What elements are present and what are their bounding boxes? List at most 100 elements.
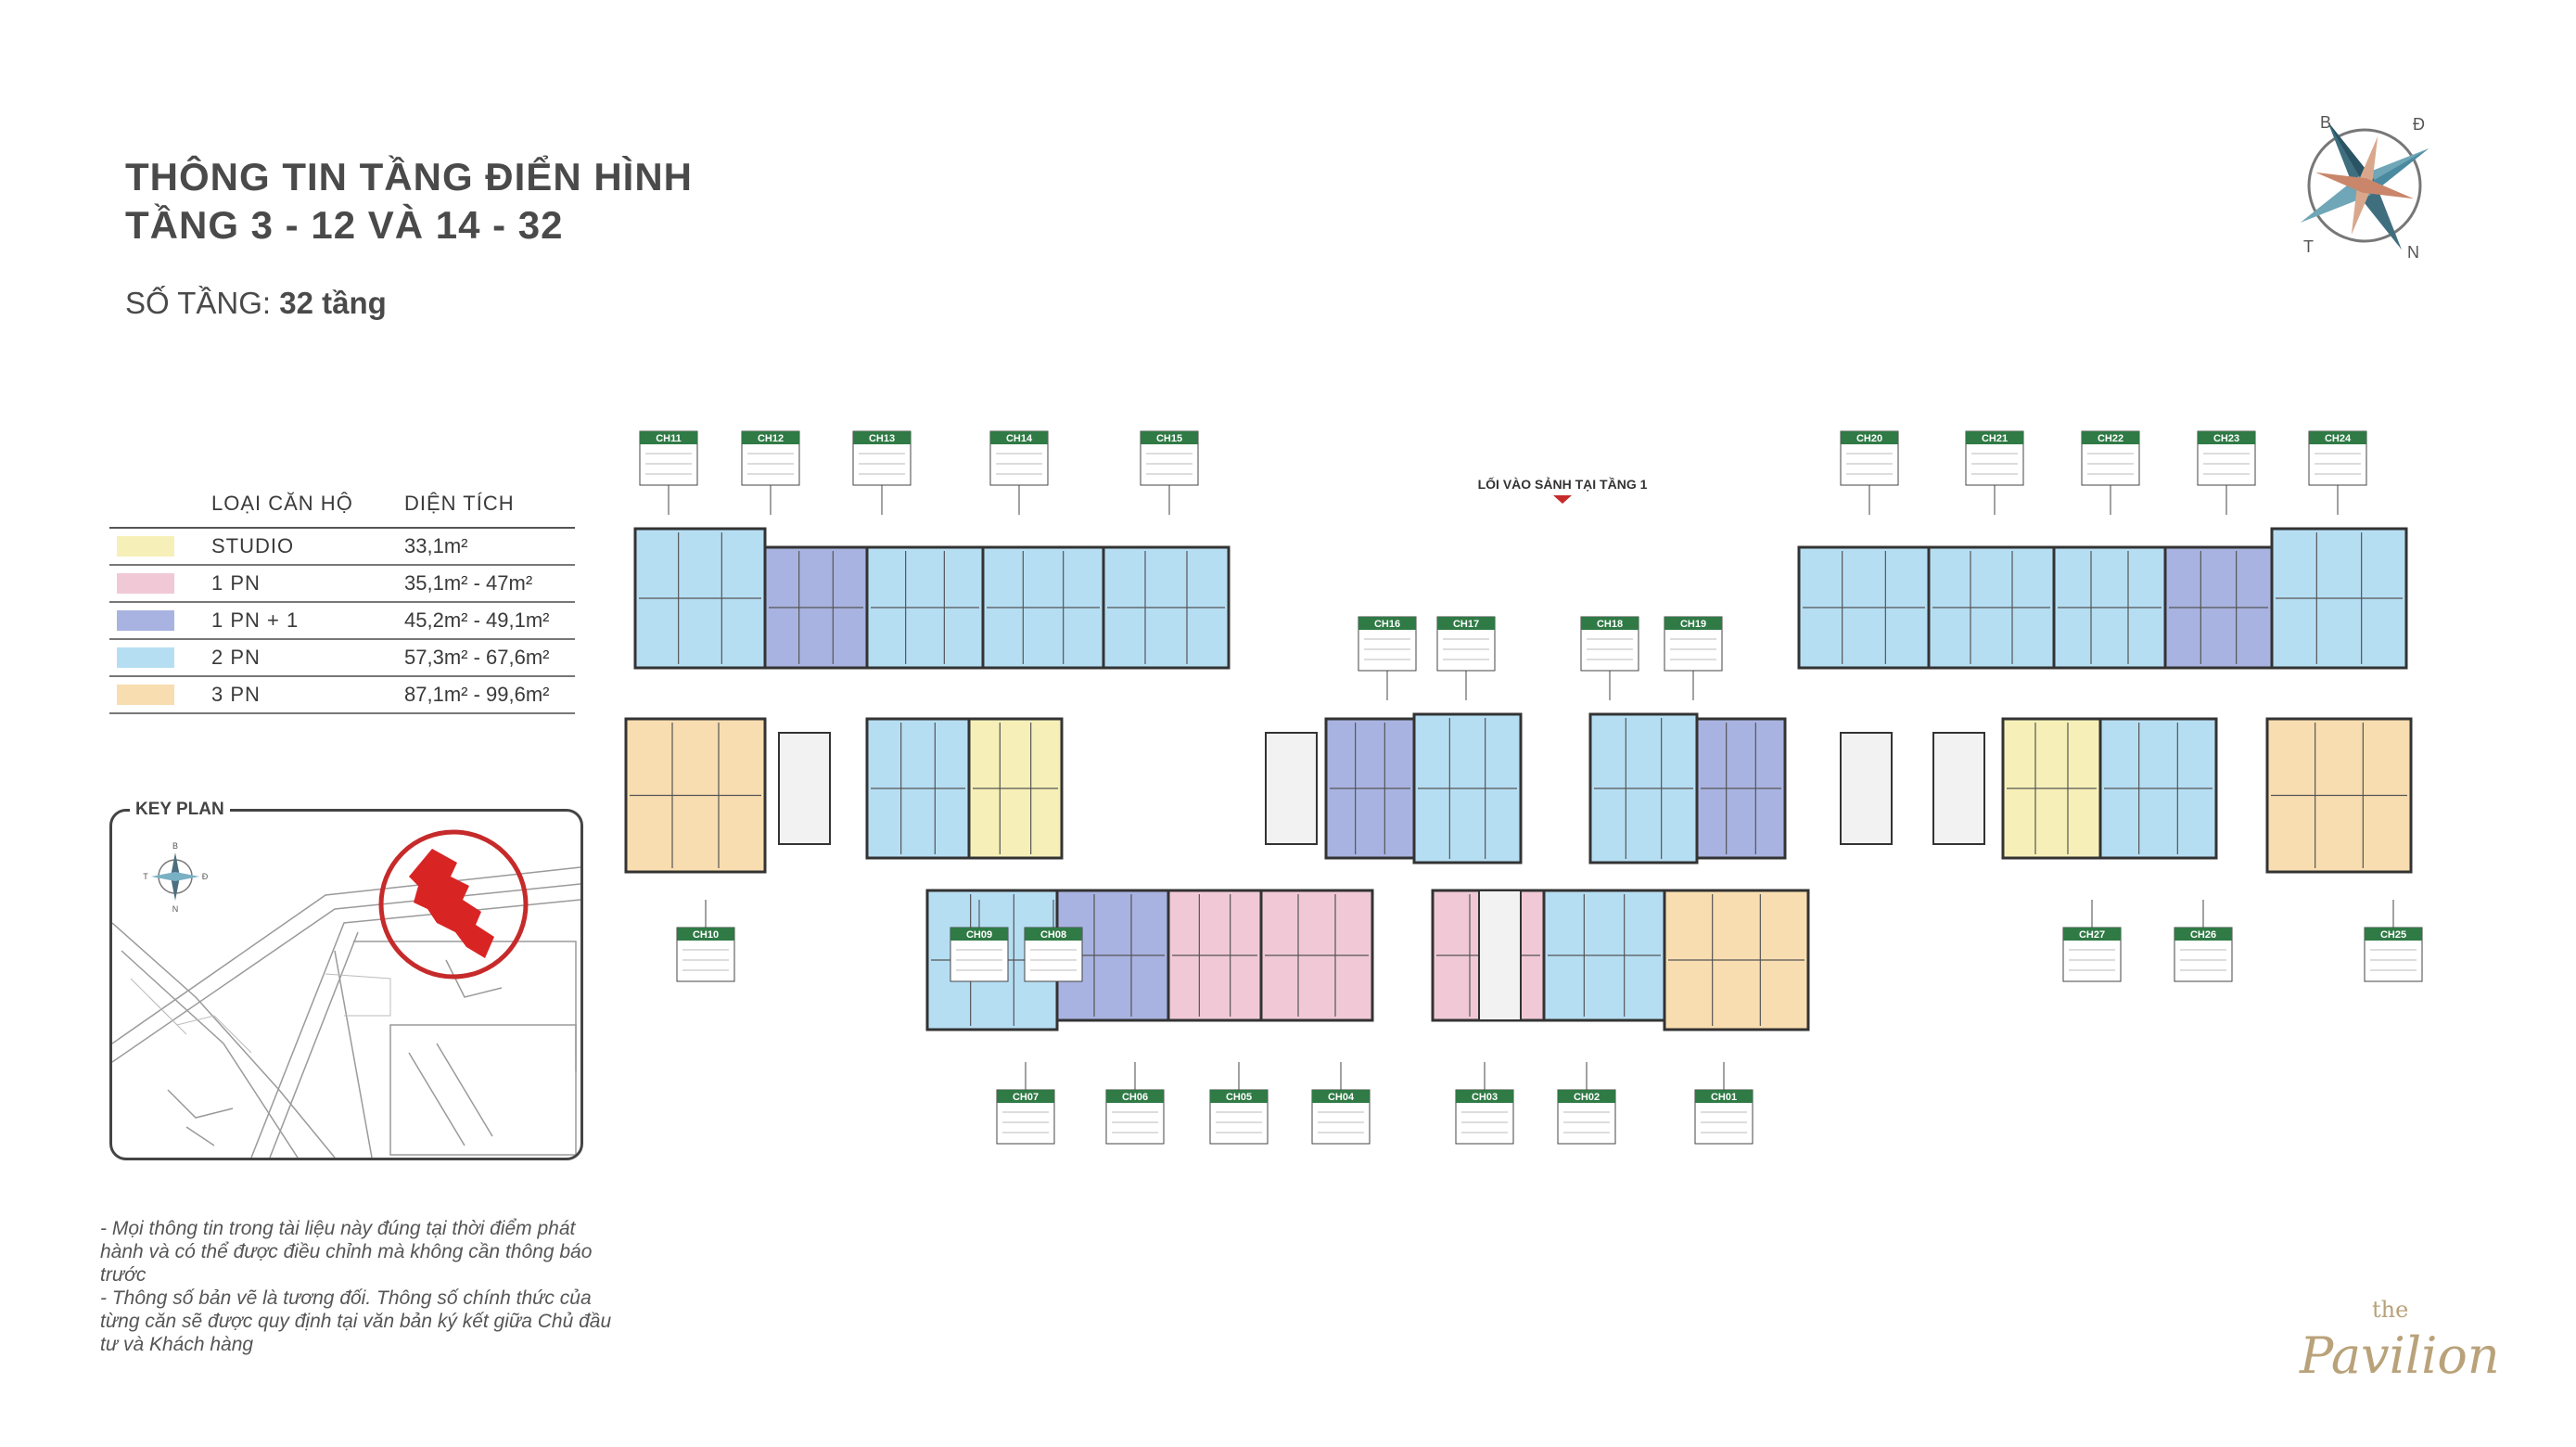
legend-area: 35,1m² - 47m²	[404, 571, 533, 595]
legend-type: 1 PN + 1	[211, 608, 300, 632]
key-plan-drawing: B Đ N T	[112, 829, 580, 1158]
unit-code: CH27	[2079, 929, 2105, 941]
note-1: - Mọi thông tin trong tài liệu này đúng …	[100, 1218, 593, 1286]
entrance-arrow-icon	[1553, 495, 1572, 504]
legend-row-1pn-plus: 1 PN + 1 45,2m² - 49,1m²	[109, 603, 575, 640]
unit-tag: CH11	[639, 430, 698, 515]
legend-row-3pn: 3 PN 87,1m² - 99,6m²	[109, 677, 575, 714]
unit-tag: CH09	[950, 900, 1009, 982]
building-footprint	[409, 849, 494, 958]
legend-header: LOẠI CĂN HỘ DIỆN TÍCH	[109, 492, 575, 529]
unit-code: CH21	[1982, 433, 2008, 444]
unit-code: CH08	[1040, 929, 1066, 941]
floor-plan: LỐI VÀO SẢNH TẠI TẦNG 1 CH11 CH12 CH13 CH14…	[617, 427, 2518, 1173]
compass-rose-icon: B Đ N T	[2281, 102, 2448, 274]
unit-code: CH04	[1328, 1092, 1355, 1103]
compass-south-letter: N	[2407, 243, 2419, 262]
compass-west-letter: T	[2303, 237, 2314, 256]
legend-swatch	[117, 647, 174, 668]
legend-swatch	[117, 685, 174, 705]
entrance-label: LỐI VÀO SẢNH TẠI TẦNG 1	[1478, 476, 1648, 492]
legend-area: 45,2m² - 49,1m²	[404, 608, 550, 632]
unit-code: CH23	[2213, 433, 2239, 444]
unit-tag: CH27	[2062, 900, 2122, 982]
floor-count: SỐ TẦNG: 32 tầng	[125, 286, 387, 321]
unit-code: CH14	[1006, 433, 1033, 444]
title-line-1: THÔNG TIN TẦNG ĐIỂN HÌNH	[125, 155, 693, 198]
unit-tag: CH07	[996, 1062, 1055, 1145]
unit-tag: CH24	[2308, 430, 2367, 515]
note-2: - Thông số bản vẽ là tương đối. Thông số…	[100, 1287, 612, 1355]
unit-code: CH09	[966, 929, 992, 941]
legend-type: 3 PN	[211, 683, 261, 706]
unit-tag: CH16	[1358, 616, 1417, 700]
legend-type: 1 PN	[211, 571, 261, 595]
unit-tag: CH06	[1105, 1062, 1165, 1145]
unit-code: CH26	[2190, 929, 2216, 941]
unit-tag: CH12	[741, 430, 800, 515]
legend-col-type: LOẠI CĂN HỘ	[211, 492, 353, 515]
legend-area: 87,1m² - 99,6m²	[404, 683, 550, 706]
legend-area: 33,1m²	[404, 534, 468, 557]
stair-core	[1478, 890, 1522, 1021]
unit-tag: CH20	[1840, 430, 1899, 515]
unit-tag: CH02	[1557, 1062, 1616, 1145]
unit-code: CH01	[1711, 1092, 1737, 1103]
key-plan-compass-icon: B Đ N T	[143, 841, 209, 914]
unit-code: CH17	[1453, 619, 1479, 630]
unit-tag: CH19	[1664, 616, 1723, 700]
unit-code: CH25	[2380, 929, 2406, 941]
unit-tag: CH14	[989, 430, 1049, 515]
floor-count-value: 32 tầng	[279, 286, 387, 320]
highlight-circle	[378, 829, 529, 980]
title-line-2: TẦNG 3 - 12 VÀ 14 - 32	[125, 203, 564, 247]
unit-tag: CH17	[1436, 616, 1496, 700]
unit-tag: CH13	[852, 430, 912, 515]
legend-type: 2 PN	[211, 646, 261, 669]
unit-code: CH16	[1374, 619, 1400, 630]
unit-code: CH02	[1574, 1092, 1600, 1103]
legend-area: 57,3m² - 67,6m²	[404, 646, 550, 669]
unit-tag: CH08	[1024, 900, 1083, 982]
unit-code: CH03	[1472, 1092, 1498, 1103]
legend-type: STUDIO	[211, 534, 295, 557]
legend-swatch	[117, 610, 174, 631]
unit-tag: CH01	[1694, 1062, 1753, 1145]
unit-tag: CH23	[2197, 430, 2256, 515]
unit-tag: CH03	[1455, 1062, 1514, 1145]
legend-row-studio: STUDIO 33,1m²	[109, 529, 575, 566]
svg-text:B: B	[172, 841, 178, 851]
unit-type-legend: LOẠI CĂN HỘ DIỆN TÍCH STUDIO 33,1m² 1 PN…	[109, 492, 575, 714]
unit-code: CH24	[2325, 433, 2352, 444]
unit-code: CH10	[693, 929, 719, 941]
legend-col-area: DIỆN TÍCH	[404, 492, 515, 515]
unit-code: CH20	[1856, 433, 1882, 444]
unit-code: CH06	[1122, 1092, 1148, 1103]
pavilion-logo: the Pavilion	[2244, 1280, 2522, 1424]
stair-core	[778, 732, 831, 845]
unit-code: CH11	[656, 433, 682, 444]
legend-swatch	[117, 573, 174, 594]
unit-tag: CH21	[1965, 430, 2024, 515]
units-layer	[624, 527, 2413, 1031]
logo-the: the	[2372, 1297, 2408, 1323]
unit-code: CH07	[1013, 1092, 1039, 1103]
unit-tag: CH10	[676, 900, 735, 982]
svg-text:N: N	[172, 904, 179, 914]
legend-row-2pn: 2 PN 57,3m² - 67,6m²	[109, 640, 575, 677]
legend-swatch	[117, 536, 174, 557]
unit-code: CH13	[869, 433, 895, 444]
key-plan-label: KEY PLAN	[130, 800, 230, 820]
unit-tag: CH04	[1311, 1062, 1371, 1145]
unit-tag: CH18	[1580, 616, 1639, 700]
unit-tag: CH25	[2364, 900, 2423, 982]
legend-row-1pn: 1 PN 35,1m² - 47m²	[109, 566, 575, 603]
stair-core	[1265, 732, 1318, 845]
unit-code: CH05	[1226, 1092, 1252, 1103]
svg-text:T: T	[143, 872, 148, 881]
logo-script: Pavilion	[2299, 1326, 2500, 1385]
unit-tag: CH05	[1209, 1062, 1269, 1145]
stair-core	[1840, 732, 1893, 845]
key-plan-map: B Đ N T	[109, 809, 583, 1160]
